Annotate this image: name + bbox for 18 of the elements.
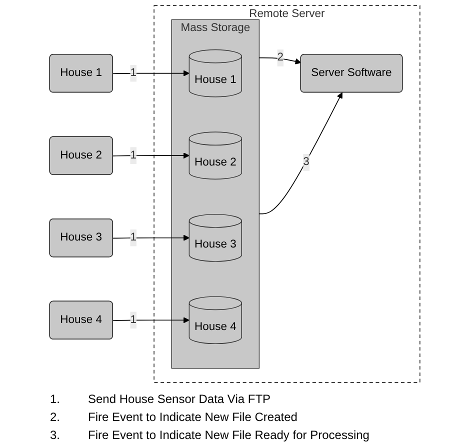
edge-label: 1: [130, 314, 136, 326]
note-text: Fire Event to Indicate New File Ready for Processing: [88, 428, 370, 442]
note-text: Send House Sensor Data Via FTP: [88, 392, 272, 406]
arrow: [112, 70, 190, 76]
edge-label: 2: [276, 52, 284, 64]
arrow: [258, 92, 342, 214]
edge-label: 1: [130, 66, 136, 79]
edge-label: 1: [130, 232, 136, 244]
edge-label: 1: [130, 149, 136, 162]
edge-label: 3: [302, 156, 310, 168]
note-text: Fire Event to Indicate New File Created: [88, 410, 298, 424]
list-number: 1.: [50, 392, 62, 406]
arrow: [112, 317, 190, 324]
arrow: [258, 57, 301, 64]
list-number: 2.: [50, 410, 62, 424]
arrow: [112, 234, 190, 241]
list-number: 3.: [50, 428, 62, 442]
arrow: [112, 152, 190, 159]
